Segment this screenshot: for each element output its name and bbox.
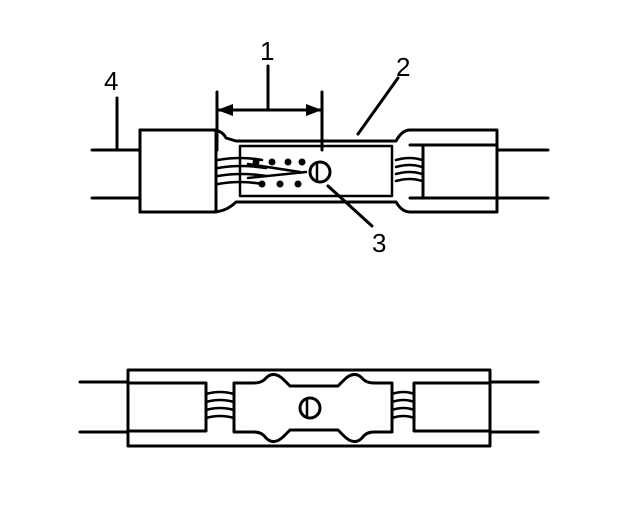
insulation-left-top [138,128,218,214]
conductor-strands-right-bottom [390,390,416,420]
splice-before-crimp: 1 2 3 4 [90,36,550,258]
callout-1: 1 [260,36,274,66]
crimp-barrel-top [238,144,394,198]
insulation-left-bottom [126,381,208,433]
callout-2: 2 [396,52,410,82]
inspection-hole-top [308,160,332,184]
leader-line-3 [326,184,374,228]
splice-sleeve-outline [138,128,499,214]
conductor-strands-left-top [216,156,308,186]
strand-dots-top [252,158,306,188]
wire-left-bottom [78,380,130,434]
insulation-right-top [421,143,499,200]
inspection-hole-bottom [298,396,322,420]
wire-right-bottom [488,380,540,434]
insulation-right-bottom [412,381,492,433]
splice-sleeve-outline-bottom [126,368,492,448]
splice-after-crimp [78,368,540,448]
crimped-barrel [232,373,394,443]
dimension-marker-1 [215,64,324,152]
leader-line-2 [356,76,400,136]
wire-left-top [90,148,142,200]
wire-right-top [495,148,550,200]
conductor-strands-right-top [394,156,424,183]
conductor-strands-left-bottom [204,390,236,420]
callout-3: 3 [372,228,386,258]
callout-4: 4 [104,66,118,96]
